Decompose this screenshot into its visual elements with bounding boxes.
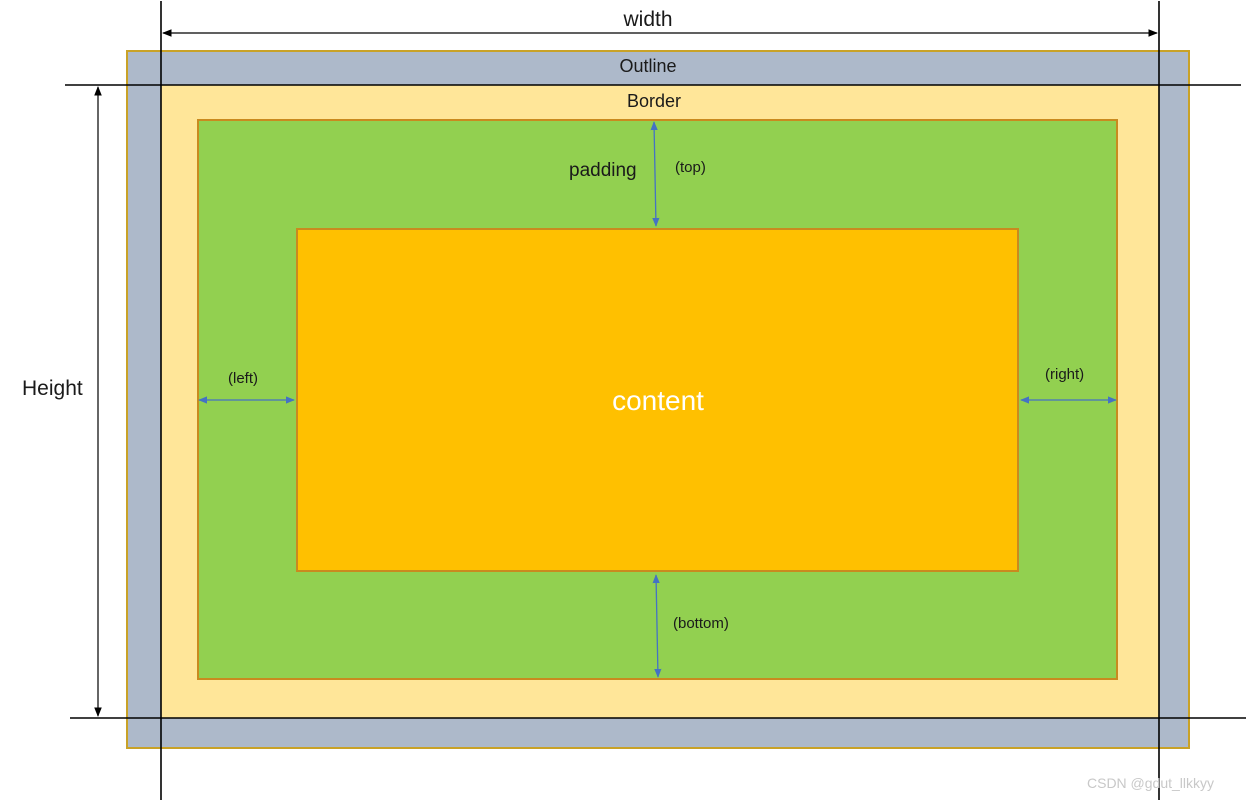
- watermark: CSDN @gdut_llkkyy: [1087, 775, 1215, 791]
- outline-label: Outline: [619, 56, 677, 76]
- content-region: [296, 228, 1019, 572]
- height-label: Height: [22, 377, 83, 400]
- border-label: Border: [626, 91, 682, 111]
- padding-label: padding: [569, 160, 637, 181]
- padding-bottom-arrow: [652, 574, 662, 678]
- padding-top-arrow: [650, 121, 660, 227]
- content-label: content: [612, 385, 704, 416]
- width-label: width: [623, 8, 673, 31]
- padding-bottom-label: (bottom): [673, 615, 729, 632]
- padding-right-label: (right): [1045, 366, 1085, 383]
- padding-left-label: (left): [228, 370, 258, 387]
- padding-top-label: (top): [675, 159, 706, 176]
